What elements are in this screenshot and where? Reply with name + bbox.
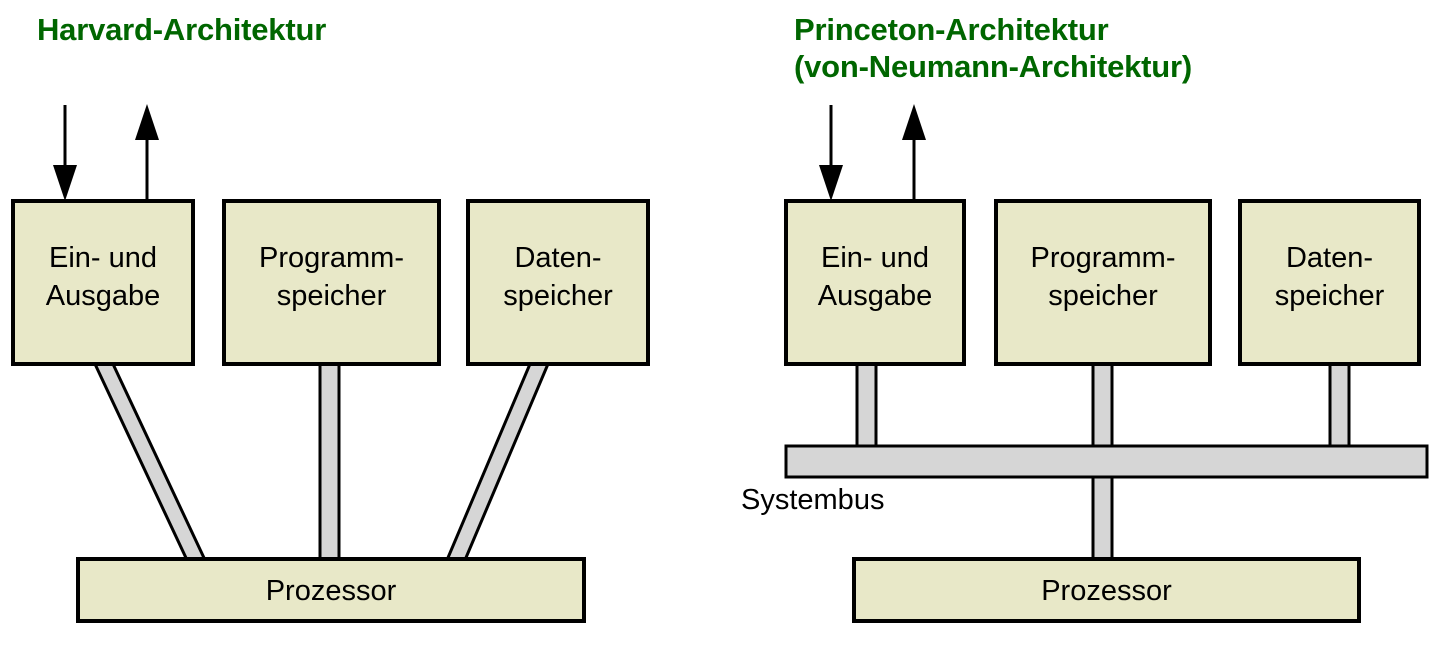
system-bus-label: Systembus [741,484,885,516]
princeton-input-arrow [819,105,843,201]
princeton-output-arrow [902,104,926,200]
connector-bus-to-processor [1091,468,1114,564]
harvard-box-prozessor [76,557,586,623]
harvard-label-datenspeicher: Daten- speicher [503,242,613,312]
princeton-label-prozessor: Prozessor [1041,575,1172,607]
connector-io-to-processor [92,362,208,562]
princeton-label-ein-und-ausgabe: Ein- und Ausgabe [817,242,933,312]
connector-daten-to-bus [1328,362,1351,449]
harvard-output-arrow [135,104,159,200]
harvard-diagram [11,104,650,623]
princeton-label-programmspeicher: Programm- speicher [1030,242,1176,312]
connector-daten-to-processor [444,362,551,562]
connector-io-to-bus [855,362,878,449]
harvard-box-daten-speicher [466,199,650,366]
harvard-label-prozessor: Prozessor [265,575,397,607]
harvard-label-ein-und-ausgabe: Ein- und Ausgabe [45,242,161,312]
princeton-box-programm-speicher [994,199,1212,366]
harvard-label-programmspeicher: Programm- speicher [258,242,404,312]
princeton-box-prozessor [852,557,1361,623]
princeton-box-io [784,199,966,366]
harvard-input-arrow [53,105,77,201]
harvard-box-io [11,199,195,366]
system-bus-bar [784,444,1429,479]
princeton-box-daten-speicher [1238,199,1421,366]
princeton-label-datenspeicher: Daten- speicher [1274,242,1385,312]
connector-programm-to-processor [318,362,341,562]
connector-programm-to-bus [1091,362,1114,449]
harvard-box-programm-speicher [222,199,441,366]
harvard-title: Harvard-Architektur [37,12,327,47]
princeton-diagram [784,104,1429,623]
princeton-title: Princeton-Architektur (von-Neumann-Archi… [794,12,1193,84]
